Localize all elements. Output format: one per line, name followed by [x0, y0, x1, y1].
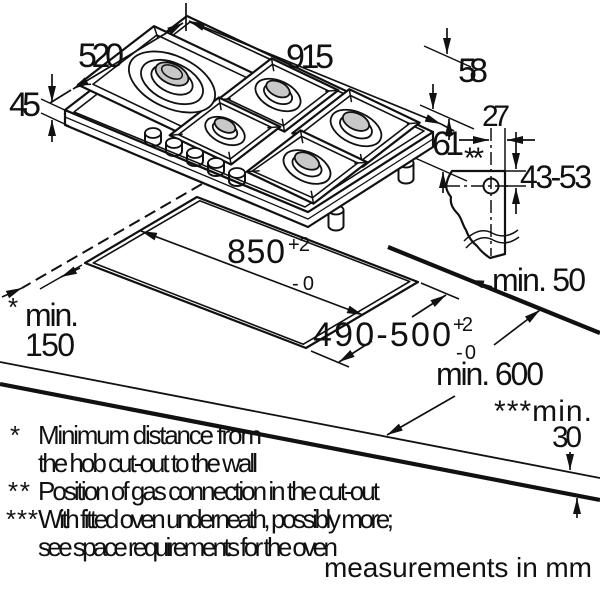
- cutout-width-tol-minus: -0: [292, 273, 314, 295]
- footnote-marker: ***: [6, 504, 38, 534]
- side-clearance-marker: *: [8, 292, 18, 322]
- dimension-hob-width: 915: [188, 20, 455, 132]
- dimension-side-clearance: * min. 150: [1, 264, 83, 363]
- hob-side-rim-line: [64, 116, 434, 220]
- dim-cutout-width-label: 850: [227, 233, 285, 271]
- footnote-text: With fitted oven underneath, possibly mo…: [38, 504, 394, 534]
- cutout-width-tol-plus: +2: [288, 234, 310, 256]
- worktop-thickness-value: 30: [552, 421, 582, 454]
- dimension-gas-y-43-53: 43-53: [506, 132, 592, 214]
- dim-hob-width-label: 915: [286, 38, 334, 76]
- units-note: measurements in mm: [324, 552, 592, 583]
- cutout-section-profile: [445, 169, 507, 260]
- gas-position-marker: **: [464, 142, 484, 175]
- dimension-worktop-thickness: ***min. 30: [494, 395, 592, 518]
- dimension-hob-height: 45: [9, 74, 70, 142]
- front-edge-bottom-line: [0, 381, 600, 503]
- worktop-depth-label: min. 600: [436, 356, 544, 392]
- dim-rim-depth-label: 58: [458, 52, 488, 90]
- gas-connection-point: [482, 177, 500, 195]
- dimension-body-depth-61: 61: [414, 84, 468, 193]
- cutout-depth-tol-minus: -0: [456, 342, 476, 364]
- dimension-gas-x-27: 27 **: [459, 100, 535, 175]
- rear-edge-line: [387, 245, 600, 335]
- footnotes: * Minimum distance from the hob cut-out …: [6, 420, 592, 583]
- dimension-cutout-width: 850 +2 -0: [140, 230, 364, 316]
- footnote-text: Minimum distance from: [38, 420, 262, 450]
- wall-dashed-line: [21, 183, 203, 289]
- dimension-lines: 915 520 45 58 61: [1, 3, 592, 518]
- dimension-hob-depth: 520: [49, 22, 184, 104]
- footnote-marker: *: [10, 420, 20, 450]
- dimension-worktop-depth: min. 600: [386, 309, 544, 436]
- footnote-text: the hob cut-out to the wall: [38, 448, 258, 478]
- side-clearance-value: 150: [25, 327, 75, 363]
- dim-gas-y-label: 43-53: [520, 159, 592, 195]
- footnote-text: Position of gas connection in the cut-ou…: [38, 476, 381, 506]
- dim-gas-x-label: 27: [482, 100, 510, 133]
- dimension-rim-depth-58: 58: [419, 28, 488, 140]
- footnote-text: see space requirements for the oven: [38, 532, 338, 562]
- dim-hob-depth-label: 520: [78, 37, 124, 75]
- dim-cutout-depth-label: 490-500: [313, 316, 451, 354]
- control-knobs: [144, 127, 246, 187]
- footnote-marker: **: [8, 476, 30, 506]
- front-edge-top-line: [0, 361, 600, 479]
- dimension-rear-clearance: min. 50: [467, 262, 586, 298]
- side-clearance-min: min.: [25, 297, 79, 333]
- cutout-depth-tol-plus: +2: [453, 314, 473, 336]
- dim-body-depth-label: 61: [432, 125, 464, 163]
- rear-clearance-label: min. 50: [492, 262, 586, 298]
- dimension-cutout-depth: 490-500 +2 -0: [310, 282, 476, 368]
- break-lines: [463, 229, 520, 249]
- dim-hob-height-label: 45: [9, 86, 41, 124]
- burner-right-front: [282, 149, 332, 185]
- worktop-thickness-marker: ***min.: [494, 395, 592, 428]
